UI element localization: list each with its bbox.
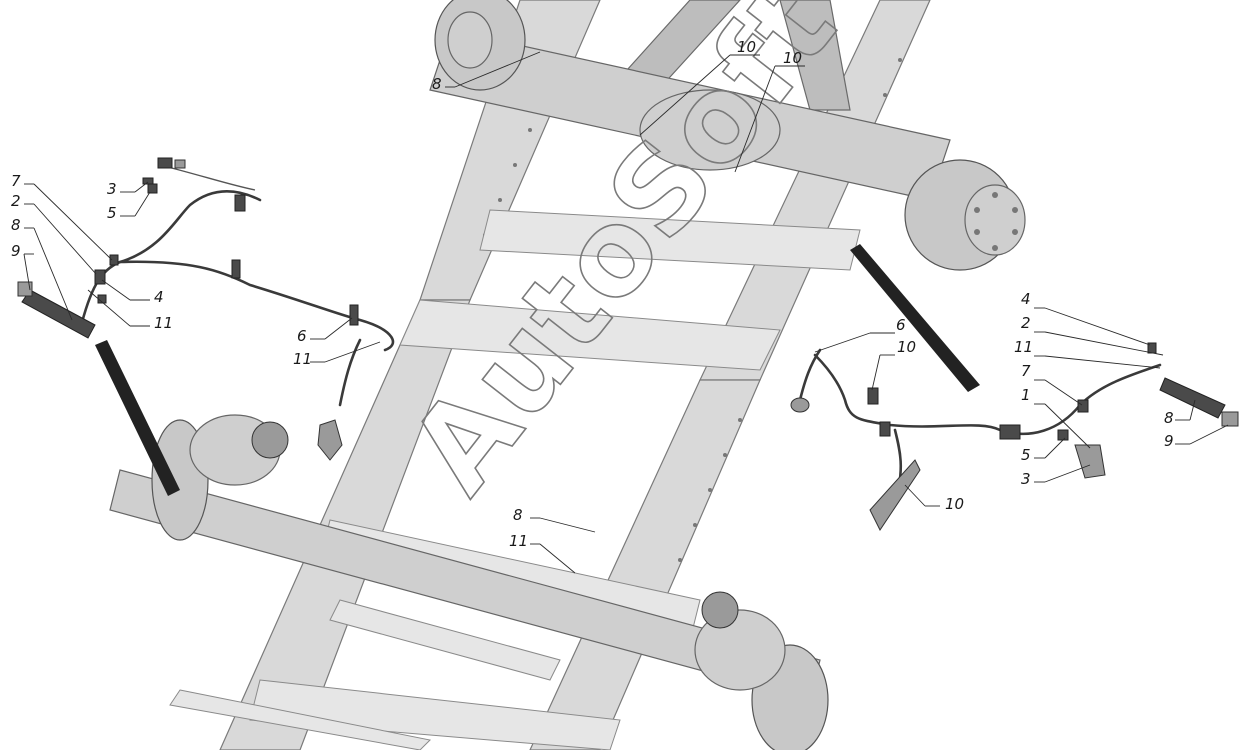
chassis-frame — [109, 0, 951, 750]
callout-leader — [734, 65, 776, 173]
callout-leader — [1044, 437, 1066, 459]
callout-c6-right: 6 — [814, 316, 906, 353]
callout-leader — [1044, 331, 1164, 356]
callout-label: 10 — [897, 338, 916, 356]
left-harness-exploded — [17, 157, 395, 496]
callout-leader — [33, 183, 113, 261]
callout-c4-left: 4 — [101, 279, 164, 306]
callout-label: 9 — [11, 242, 21, 260]
callout-label: 6 — [896, 316, 906, 334]
callout-leader — [871, 354, 881, 391]
callout-label: 8 — [11, 216, 21, 234]
callout-c11-right: 11 — [1014, 338, 1161, 369]
callout-c2-left: 2 — [11, 192, 97, 275]
callout-label: 8 — [432, 75, 442, 93]
callouts: 8 10 10 7 3 5 2 8 9 4 11 6 11 6 10 4 2 11 7 1 8 9 5 3 10 8 11 — [11, 38, 1229, 574]
callout-label: 11 — [509, 532, 528, 550]
callout-leader — [33, 227, 73, 321]
callout-leader — [134, 181, 149, 193]
callout-leader — [87, 289, 131, 327]
callout-label: 3 — [1021, 470, 1031, 488]
callout-c7-right: 7 — [1021, 362, 1083, 406]
callout-c9-left: 9 — [11, 242, 34, 291]
callout-label: 6 — [297, 327, 307, 345]
callout-label: 4 — [1021, 290, 1031, 308]
callout-label: 3 — [107, 180, 117, 198]
callout-c8-right: 8 — [1164, 399, 1196, 427]
callout-c11-left: 11 — [87, 289, 173, 332]
callout-c7-left: 7 — [11, 172, 113, 261]
callout-label: 8 — [513, 506, 523, 524]
callout-leader — [539, 543, 576, 574]
callout-leader — [324, 341, 381, 363]
callout-c3-left: 3 — [107, 180, 149, 198]
callout-leader — [1044, 379, 1083, 406]
callout-label: 9 — [1164, 432, 1174, 450]
callout-label: 10 — [783, 49, 802, 67]
right-harness-exploded — [790, 244, 1239, 531]
callout-c1-right: 1 — [1021, 386, 1091, 449]
callout-c3-right: 3 — [1021, 464, 1091, 488]
callout-c6-left: 6 — [297, 317, 353, 345]
callout-c11-left-b: 11 — [293, 341, 381, 368]
callout-leader — [639, 54, 731, 136]
callout-c10-top-a: 10 — [639, 38, 760, 136]
callout-leader — [1044, 355, 1161, 369]
callout-leader — [134, 191, 151, 217]
callout-label: 4 — [154, 288, 164, 306]
callout-leader — [101, 279, 131, 301]
callout-label: 11 — [1014, 338, 1033, 356]
callout-label: 11 — [293, 350, 312, 368]
callout-label: 7 — [11, 172, 21, 190]
front-left-hub — [151, 414, 289, 541]
callout-c10-top-b: 10 — [734, 49, 805, 173]
callout-leader — [23, 253, 31, 291]
rear-right-hub — [904, 159, 1026, 271]
callout-leader — [1189, 424, 1229, 445]
callout-c8-left: 8 — [11, 216, 73, 321]
callout-label: 10 — [737, 38, 756, 56]
callout-label: 2 — [1021, 314, 1031, 332]
callout-c9-right: 9 — [1164, 424, 1229, 450]
callout-c2-right: 2 — [1021, 314, 1164, 356]
callout-leader — [904, 484, 926, 507]
callout-label: 2 — [11, 192, 21, 210]
callout-leader — [1189, 399, 1196, 421]
callout-leader — [1044, 403, 1091, 449]
callout-label: 5 — [107, 204, 117, 222]
callout-c8-top: 8 — [432, 51, 541, 93]
callout-label: 11 — [154, 314, 173, 332]
front-right-hub — [694, 591, 829, 750]
callout-label: 1 — [1021, 386, 1031, 404]
callout-label: 8 — [1164, 409, 1174, 427]
callout-label: 7 — [1021, 362, 1031, 380]
callout-leader — [324, 317, 353, 340]
callout-leader — [33, 203, 97, 275]
callout-label: 5 — [1021, 446, 1031, 464]
callout-c4-right: 4 — [1021, 290, 1151, 346]
callout-leader — [1044, 464, 1091, 483]
callout-c5-left: 5 — [107, 191, 151, 222]
callout-label: 10 — [945, 495, 964, 513]
callout-c8-center: 8 — [513, 506, 596, 533]
callout-leader — [1044, 307, 1151, 346]
callout-c10-bottom-right: 10 — [904, 484, 964, 513]
callout-c11-center: 11 — [509, 532, 576, 574]
callout-leader — [814, 332, 871, 353]
callout-leader — [539, 517, 596, 533]
callout-leader — [454, 51, 541, 88]
callout-c10-right: 10 — [871, 338, 916, 391]
callout-c5-right: 5 — [1021, 437, 1066, 464]
